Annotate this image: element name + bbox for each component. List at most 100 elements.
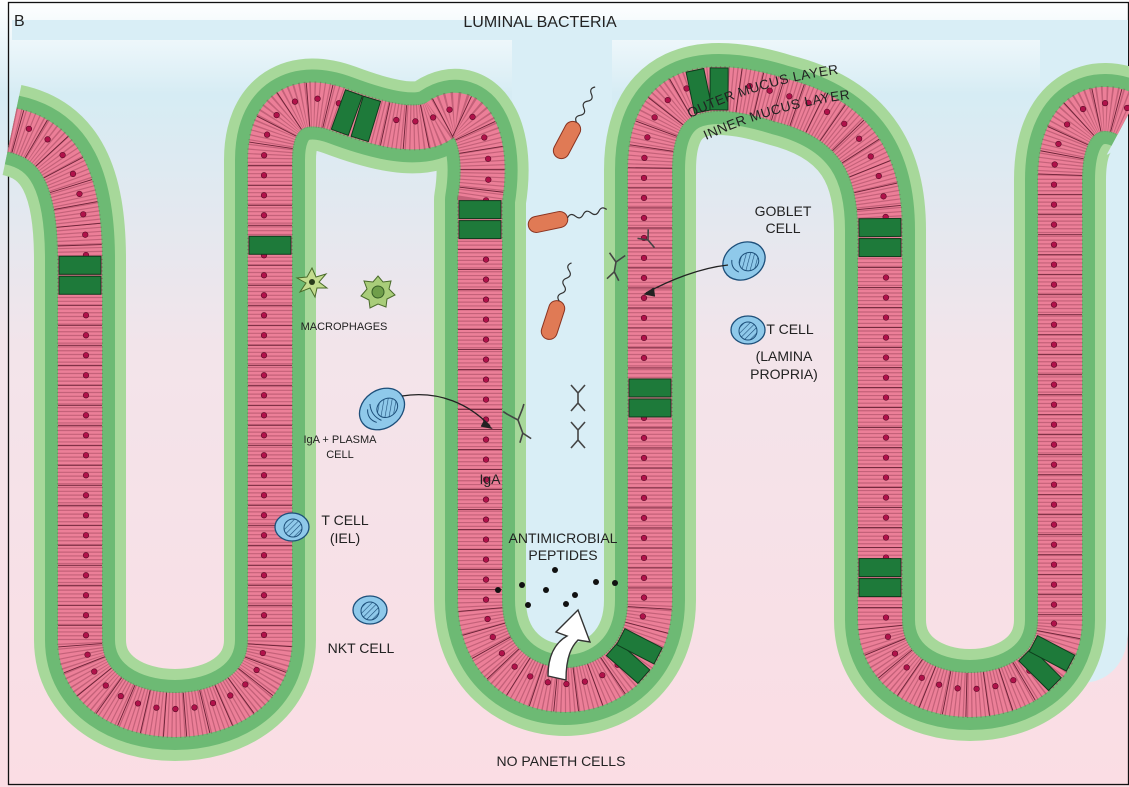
nucleus — [83, 352, 89, 358]
nucleus — [641, 215, 647, 221]
nucleus — [483, 497, 489, 503]
iga-plasma-label-2: CELL — [326, 449, 354, 461]
nucleus — [1051, 422, 1057, 428]
nucleus — [70, 171, 76, 177]
nucleus — [1051, 222, 1057, 228]
nucleus — [490, 634, 496, 640]
nucleus — [1051, 562, 1057, 568]
goblet-cell-label-1: GOBLET — [755, 203, 812, 219]
nucleus — [856, 136, 862, 142]
nucleus — [641, 355, 647, 361]
nucleus — [652, 115, 658, 121]
t-cell-lamina-propria — [731, 316, 765, 344]
nucleus — [600, 672, 606, 678]
nucleus — [1051, 402, 1057, 408]
nucleus — [261, 352, 267, 358]
nucleus — [135, 701, 141, 707]
nucleus — [883, 615, 889, 621]
nucleus — [955, 686, 961, 692]
nucleus — [883, 475, 889, 481]
nucleus — [1056, 141, 1062, 147]
nucleus — [527, 674, 533, 680]
nucleus — [483, 577, 489, 583]
nucleus — [545, 679, 551, 685]
nucleus — [1051, 482, 1057, 488]
nucleus — [261, 172, 267, 178]
nucleus — [640, 614, 646, 620]
nucleus — [645, 135, 651, 141]
nucleus — [83, 532, 89, 538]
nucleus — [83, 332, 89, 338]
nucleus — [641, 455, 647, 461]
nucleus — [261, 572, 267, 578]
nucleus — [1051, 262, 1057, 268]
nucleus — [1051, 342, 1057, 348]
nucleus — [261, 192, 267, 198]
no-paneth-cells-label: NO PANETH CELLS — [497, 753, 626, 769]
nucleus — [641, 435, 647, 441]
t-cell-lp-label-3: PROPRIA) — [750, 366, 818, 382]
nucleus — [483, 437, 489, 443]
nucleus — [483, 317, 489, 323]
nucleus — [564, 681, 570, 687]
nucleus — [261, 372, 267, 378]
nucleus — [393, 117, 399, 123]
nucleus — [261, 452, 267, 458]
iga-plasma-label-1: IgA + PLASMA — [303, 434, 377, 446]
nucleus — [83, 572, 89, 578]
nucleus — [641, 555, 647, 561]
nucleus — [83, 632, 89, 638]
nkt-cell-label: NKT CELL — [328, 640, 395, 656]
nucleus — [91, 669, 97, 675]
nucleus — [83, 492, 89, 498]
nucleus — [824, 109, 830, 115]
goblet-cell — [859, 559, 901, 577]
nucleus — [192, 705, 198, 711]
nucleus — [254, 667, 260, 673]
nucleus — [486, 177, 492, 183]
nucleus — [642, 155, 648, 161]
nucleus — [483, 557, 489, 563]
nucleus — [264, 132, 270, 138]
nucleus — [883, 355, 889, 361]
goblet-cell — [59, 276, 101, 294]
iga-label: IgA — [479, 471, 501, 487]
nucleus — [483, 597, 489, 603]
nucleus — [883, 515, 889, 521]
nucleus — [261, 512, 267, 518]
nucleus — [883, 375, 889, 381]
antimicrobial-label-2: PEPTIDES — [528, 547, 597, 563]
nucleus — [154, 705, 160, 711]
nucleus — [243, 682, 249, 688]
nucleus — [83, 612, 89, 618]
nucleus — [1051, 382, 1057, 388]
nucleus — [261, 552, 267, 558]
nucleus — [883, 275, 889, 281]
nucleus — [261, 392, 267, 398]
nucleus — [883, 495, 889, 501]
nucleus — [1051, 322, 1057, 328]
nucleus — [83, 512, 89, 518]
nucleus — [483, 357, 489, 363]
nucleus — [1051, 522, 1057, 528]
goblet-cell — [859, 239, 901, 257]
nucleus — [868, 154, 874, 160]
nucleus — [684, 86, 690, 92]
t-cell-lp-label-1: T CELL — [766, 321, 813, 337]
nucleus — [481, 135, 487, 141]
nucleus — [292, 99, 298, 105]
nucleus — [1051, 362, 1057, 368]
nucleus — [641, 335, 647, 341]
nucleus — [876, 173, 882, 179]
nucleus — [483, 277, 489, 283]
nucleus — [885, 634, 891, 640]
macrophages-label: MACROPHAGES — [301, 321, 388, 333]
nucleus — [1051, 182, 1057, 188]
nucleus — [260, 650, 266, 656]
nucleus — [315, 96, 321, 102]
nucleus — [261, 592, 267, 598]
nucleus — [83, 592, 89, 598]
goblet-cell — [249, 236, 291, 254]
nucleus — [883, 435, 889, 441]
